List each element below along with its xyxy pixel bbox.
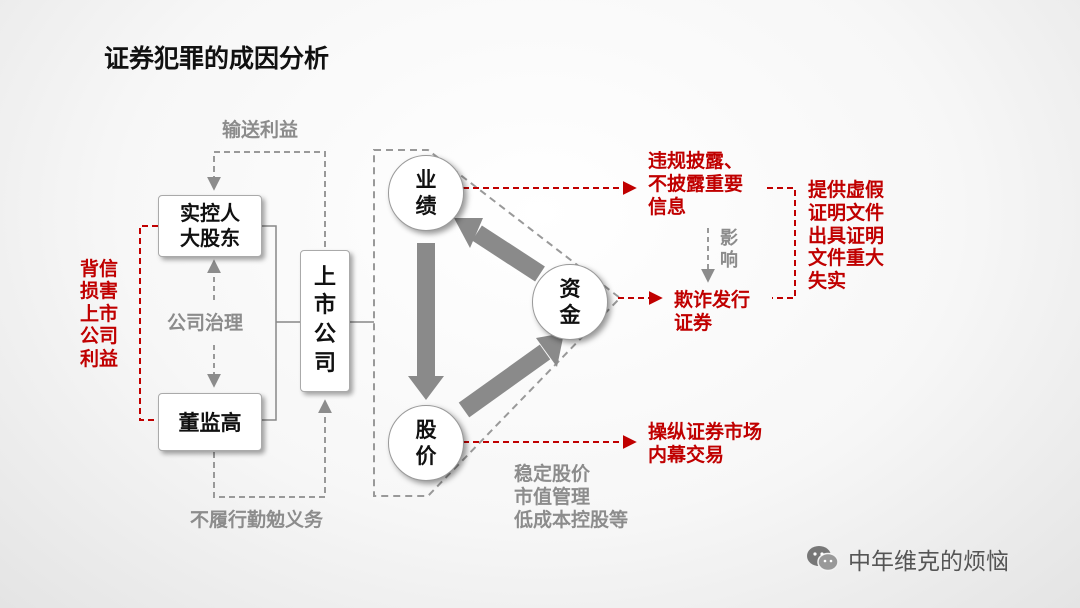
directors-box: 董监高 [158, 393, 262, 451]
capital-node: 资 金 [532, 264, 608, 340]
governance-label: 公司治理 [167, 312, 244, 334]
false-docs-label: 提供虚假 证明文件 出具证明 文件重大 失实 [808, 179, 885, 293]
influence-label: 影 响 [720, 228, 738, 271]
transfer-label: 输送利益 [222, 119, 299, 141]
triangle-boundary [373, 149, 622, 497]
false-docs-bracket [767, 187, 796, 299]
manipulation-label: 操纵证券市场 内幕交易 [648, 421, 763, 466]
arrow-shares-to-capital-head [536, 333, 564, 367]
watermark-text: 中年维克的烦恼 [848, 549, 1009, 575]
harm-bracket [139, 225, 158, 421]
duty-loop-line [213, 399, 332, 498]
arrow-capital-to-performance-head [454, 218, 483, 248]
company-bracket [262, 225, 300, 421]
arrow-shares-to-capital [458, 344, 551, 418]
arrow-capital-to-performance [472, 225, 545, 282]
shares-label: 股 价 [415, 417, 437, 468]
shares-node: 股 价 [388, 405, 464, 481]
performance-node: 业 绩 [388, 155, 464, 231]
transfer-loop-line [207, 151, 326, 247]
page-title: 证券犯罪的成因分析 [104, 44, 330, 73]
disclosure-label: 违规披露、 不披露重要 信息 [648, 150, 744, 218]
company-box: 上 市 公 司 [300, 250, 350, 392]
company-label: 上 市 公 司 [313, 264, 336, 376]
directors-label: 董监高 [178, 411, 242, 435]
controller-label: 实控人 大股东 [180, 201, 240, 250]
performance-label: 业 绩 [415, 167, 437, 218]
harm-label: 背信 损害 上市 公司 利益 [80, 258, 119, 370]
wechat-icon [807, 546, 839, 572]
duty-label: 不履行勤勉义务 [190, 509, 324, 531]
arrow-performance-to-shares-head [408, 376, 444, 400]
stabilize-label: 稳定股价 市值管理 低成本控股等 [514, 463, 629, 531]
watermark: 中年维克的烦恼 [806, 542, 1009, 576]
fraud-issue-label: 欺诈发行 证券 [674, 289, 751, 334]
capital-label: 资 金 [559, 276, 581, 327]
controller-box: 实控人 大股东 [158, 195, 262, 257]
